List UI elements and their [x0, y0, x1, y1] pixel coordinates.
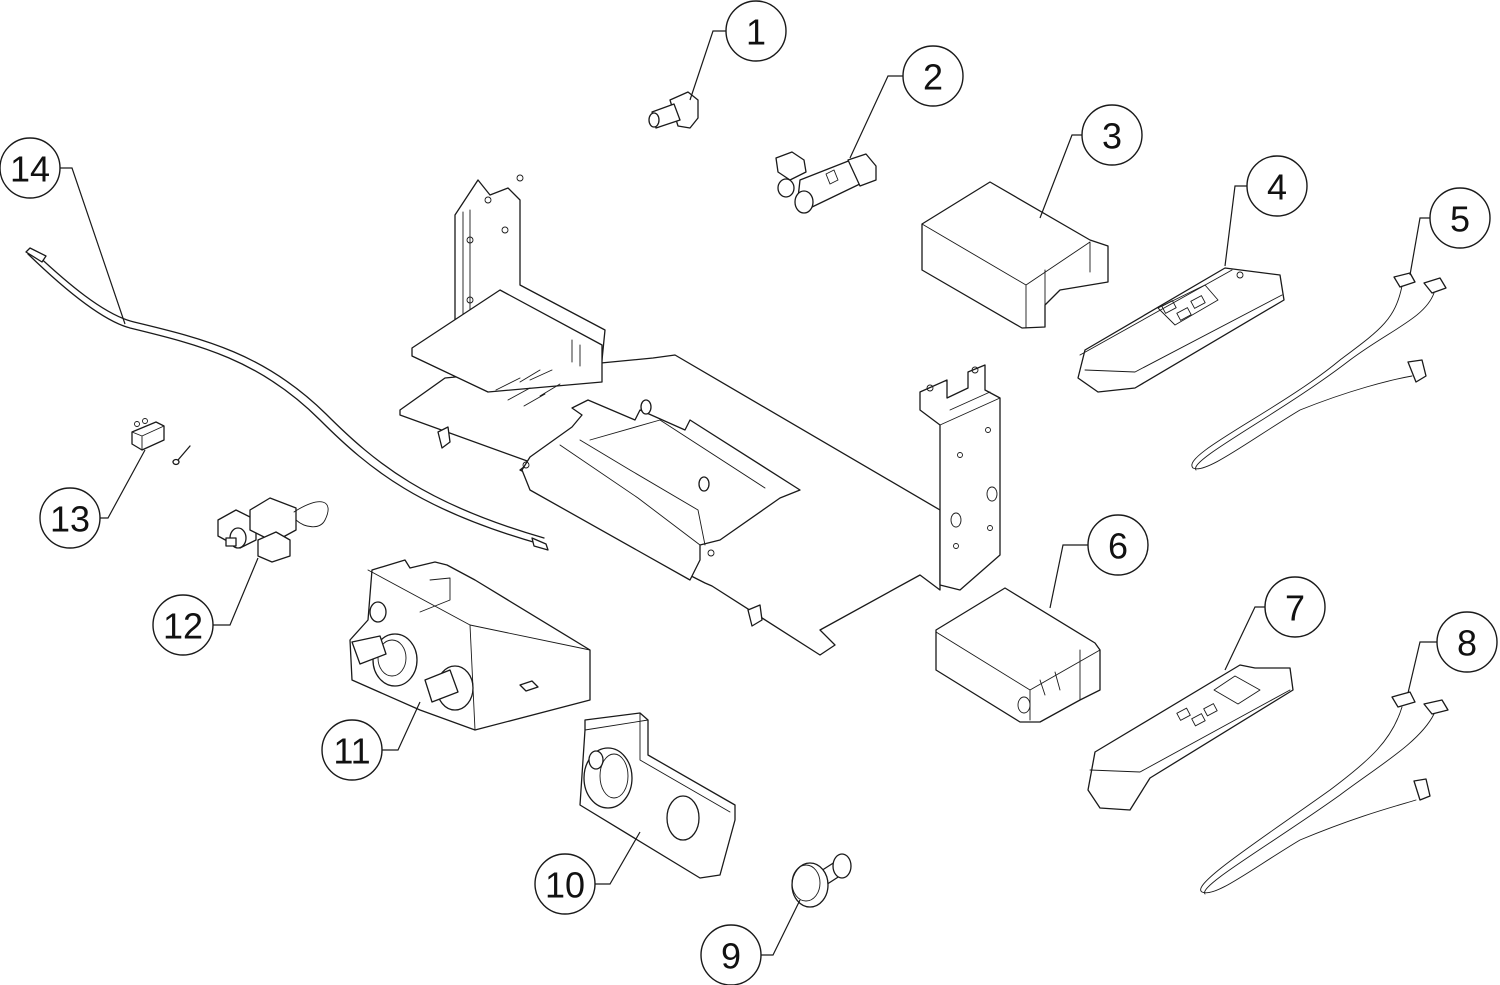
leader-6 [1049, 544, 1089, 609]
leader-7 [1224, 606, 1265, 671]
leader-9 [760, 899, 801, 956]
callout-circle [1264, 576, 1326, 638]
mounting-bracket-assembly [399, 174, 1001, 656]
callout-number: 7 [1285, 588, 1305, 629]
callout-12: 12 [152, 594, 214, 656]
part-3-receiver-cover [921, 181, 1109, 329]
callout-circle [152, 594, 214, 656]
part-4-remote-transmitter [1077, 267, 1285, 393]
callout-14: 14 [0, 137, 61, 199]
callout-circle [700, 924, 762, 985]
callout-10: 10 [534, 853, 596, 915]
callout-number: 1 [746, 12, 766, 53]
callout-circle [1081, 104, 1143, 166]
callout-2: 2 [902, 45, 964, 107]
callout-circle [1429, 187, 1491, 249]
callout-4: 4 [1246, 155, 1308, 217]
leader-2 [849, 75, 903, 159]
callout-circle [39, 487, 101, 549]
callout-5: 5 [1429, 187, 1491, 249]
callout-7: 7 [1264, 576, 1326, 638]
callout-1: 1 [725, 0, 787, 62]
leader-12 [213, 557, 259, 626]
callout-13: 13 [39, 487, 101, 549]
callout-number: 6 [1108, 526, 1128, 567]
leader-8 [1407, 641, 1437, 694]
leader-13 [92, 449, 146, 519]
callout-circle [1436, 611, 1498, 673]
callout-circle [534, 853, 596, 915]
callout-8: 8 [1436, 611, 1498, 673]
leader-4 [1224, 185, 1247, 267]
callout-circle [1246, 155, 1308, 217]
callout-number: 9 [721, 936, 741, 977]
callout-3: 3 [1081, 104, 1143, 166]
part-8-wiring-harness [1200, 691, 1449, 895]
callout-number: 11 [333, 731, 370, 772]
callout-number: 5 [1450, 199, 1470, 240]
callout-circle [725, 0, 787, 62]
leader-3 [1039, 134, 1083, 219]
callout-11: 11 [321, 719, 383, 781]
leader-5 [1409, 217, 1430, 276]
callout-number: 12 [163, 606, 203, 647]
callout-6: 6 [1087, 514, 1149, 576]
callout-9: 9 [700, 924, 762, 985]
part-10-bezel-plate [579, 712, 736, 879]
part-5-wiring-harness [1191, 272, 1447, 471]
part-14-thermocouple-tube [25, 247, 549, 551]
callout-number: 8 [1457, 623, 1477, 664]
leader-10 [595, 831, 641, 885]
part-6-receiver-module [935, 587, 1101, 723]
part-12-piezo-igniter [217, 497, 329, 563]
callout-number: 14 [10, 149, 50, 190]
callout-circle [0, 137, 61, 199]
callout-circle [902, 45, 964, 107]
part-9-knob-button [791, 853, 852, 908]
leader-1 [689, 30, 728, 101]
part-13-micro-switch [131, 418, 191, 466]
part-1-orifice-fitting [648, 91, 699, 129]
leader-11 [382, 701, 421, 751]
part-2-tee-valve-fitting [775, 151, 877, 214]
part-11-valve-control-housing [349, 559, 591, 731]
callout-number: 3 [1102, 116, 1122, 157]
callout-number: 2 [923, 57, 943, 98]
callout-circle [321, 719, 383, 781]
callout-number: 4 [1267, 167, 1287, 208]
leader-lines [60, 30, 1437, 956]
callout-circle [1087, 514, 1149, 576]
part-7-lcd-remote-transmitter [1087, 664, 1294, 811]
callout-number: 13 [50, 499, 90, 540]
callout-number: 10 [545, 865, 585, 906]
leader-14 [60, 167, 126, 325]
